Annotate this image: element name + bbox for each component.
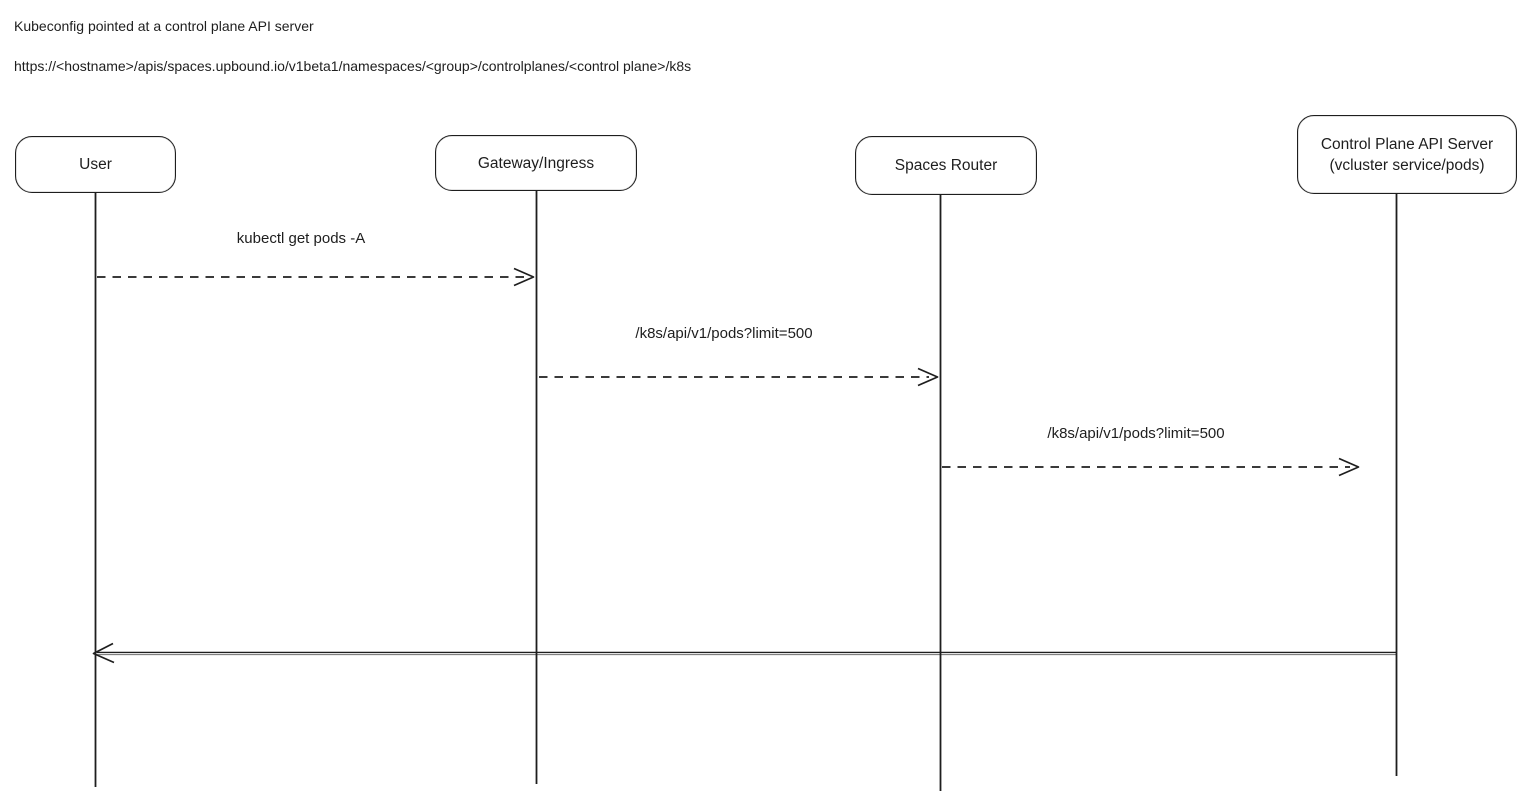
actor-user-label: User (79, 156, 112, 173)
message-4-arrowhead (92, 642, 115, 664)
actor-gateway-ingress: Gateway/Ingress (435, 135, 637, 191)
actor-spaces-router: Spaces Router (855, 136, 1037, 195)
actor-control-plane-api-server: Control Plane API Server (vcluster servi… (1297, 115, 1517, 194)
actor-gateway-ingress-label: Gateway/Ingress (477, 154, 595, 172)
actor-user: User (15, 136, 176, 193)
message-3-arrowhead (1338, 457, 1360, 477)
message-2-arrowhead (917, 367, 939, 387)
message-2-label: /k8s/api/v1/pods?limit=500 (635, 325, 813, 342)
diagram-title: Kubeconfig pointed at a control plane AP… (14, 18, 314, 34)
control-plane-api-url: https://<hostname>/apis/spaces.upbound.i… (14, 58, 692, 74)
actor-spaces-router-label: Spaces Router (894, 157, 998, 174)
message-1-arrowhead (513, 267, 535, 287)
actor-control-plane-label: Control Plane API Server (1320, 135, 1494, 153)
message-1-label: kubectl get pods -A (236, 230, 366, 247)
actor-control-plane-sublabel: (vcluster service/pods) (1329, 156, 1485, 174)
message-3-label: /k8s/api/v1/pods?limit=500 (1047, 425, 1225, 442)
